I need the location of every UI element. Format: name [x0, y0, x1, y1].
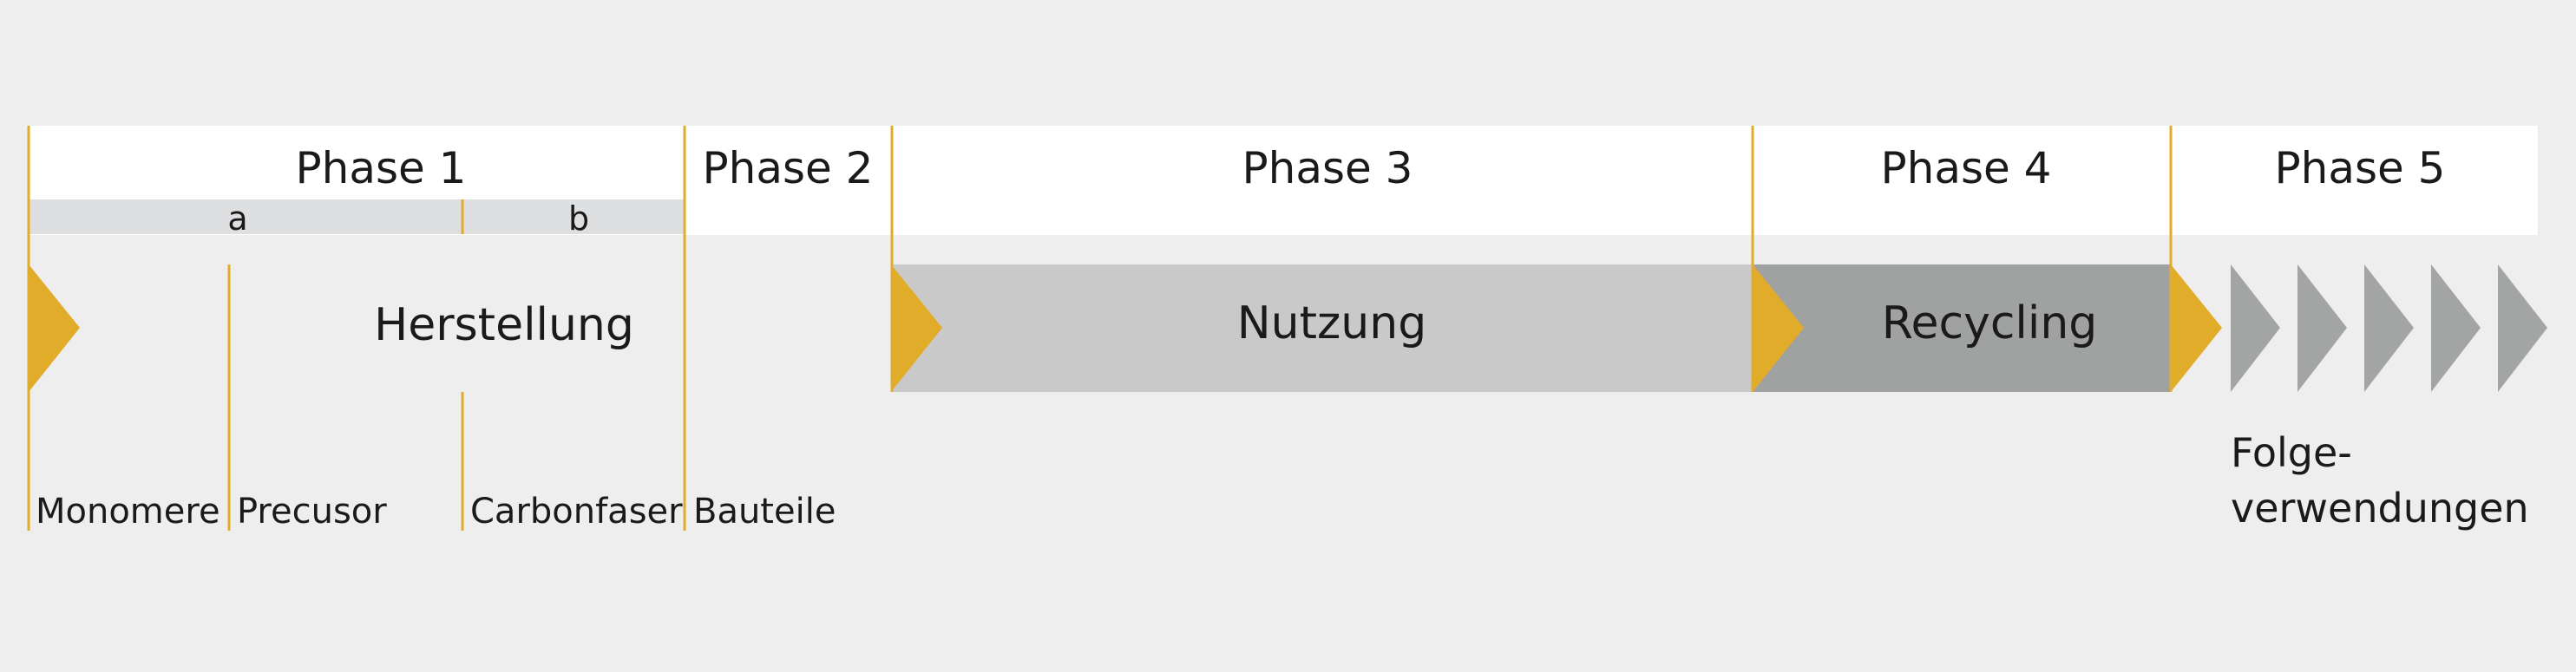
phase-3-title: Phase 3 [1242, 143, 1413, 193]
production-label: Herstellung [374, 299, 634, 351]
followup-label: Folge- verwendungen [2231, 425, 2529, 536]
arrow-usage-icon [891, 264, 942, 392]
recycling-bar [1753, 264, 2171, 392]
chevron-icon [2364, 264, 2414, 392]
stage-carbonfaser-label: Carbonfaser [470, 492, 683, 532]
chevron-icon [2431, 264, 2481, 392]
chevron-icon [2297, 264, 2347, 392]
recycling-label: Recycling [1881, 297, 2098, 349]
phase-5-title: Phase 5 [2274, 143, 2446, 193]
subphase-bar [28, 199, 685, 234]
phase-2-title: Phase 2 [702, 143, 874, 193]
phase-1-title: Phase 1 [295, 143, 467, 193]
subphase-a-label: a [227, 199, 248, 238]
chevron-icon [2231, 264, 2280, 392]
stage-precusor-label: Precusor [237, 492, 387, 532]
stage-bauteile-label: Bauteile [693, 492, 836, 532]
usage-bar [891, 264, 1753, 392]
subphase-b-label: b [567, 199, 590, 238]
usage-label: Nutzung [1236, 297, 1427, 349]
arrow-phase5-icon [2171, 264, 2222, 392]
chevron-icon [2498, 264, 2547, 392]
followup-label-line2: verwendungen [2231, 485, 2529, 532]
stage-monomere-label: Monomere [36, 492, 220, 532]
followup-label-line1: Folge- [2231, 429, 2352, 476]
arrow-production-icon [29, 264, 80, 392]
arrow-recycling-icon [1753, 264, 1804, 392]
phase-4-title: Phase 4 [1880, 143, 2052, 193]
